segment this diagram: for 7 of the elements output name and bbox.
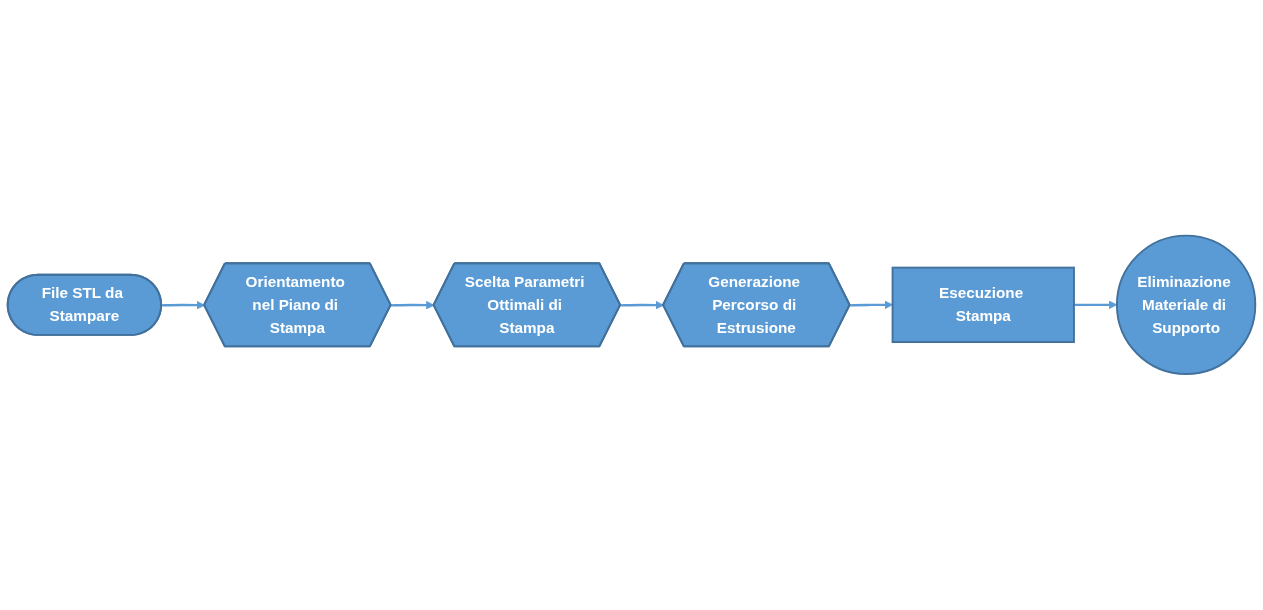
arrow	[161, 301, 205, 310]
arrow	[850, 300, 893, 310]
node-box: Esecuzione Stampa	[891, 266, 1075, 344]
arrow	[1073, 300, 1118, 310]
node-circle: Eliminazione Materiale di Supporto	[1115, 234, 1257, 376]
arrow	[391, 301, 435, 310]
arrow	[620, 301, 664, 310]
